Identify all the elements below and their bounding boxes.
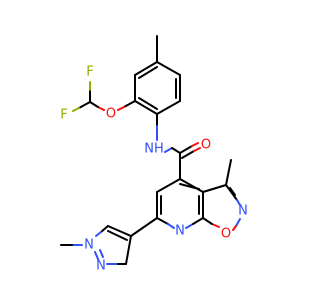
- bond: [185, 223, 194, 229]
- atom-labels: F F O NH O N O N N N: [60, 65, 248, 274]
- bond: [179, 183, 200, 190]
- bond: [130, 217, 158, 237]
- bond: [156, 100, 181, 115]
- bond: [138, 66, 158, 79]
- bond: [171, 147, 181, 154]
- atom-label-nitrogen: N: [175, 224, 185, 239]
- bond: [78, 101, 91, 109]
- bond: [89, 101, 99, 108]
- atom-label-nitrogen: N: [238, 204, 248, 219]
- bond: [193, 147, 201, 152]
- bond: [134, 100, 158, 115]
- bond: [94, 251, 99, 260]
- bond: [156, 61, 181, 76]
- bond: [211, 223, 220, 228]
- bond: [167, 223, 175, 229]
- atom-label-amide-nh: NH: [144, 142, 164, 157]
- bond: [164, 147, 173, 153]
- bond: [99, 249, 104, 258]
- bonds: [60, 35, 241, 265]
- bond: [181, 150, 195, 159]
- bond: [100, 225, 109, 233]
- bond: [225, 184, 238, 201]
- atom-label-nitrogen: N: [96, 259, 106, 274]
- atom-label-nitrogen: N: [84, 238, 94, 253]
- bond: [202, 217, 213, 225]
- bond: [97, 106, 105, 111]
- bond: [95, 231, 102, 237]
- bond: [123, 100, 136, 108]
- bond: [232, 225, 237, 231]
- bond: [125, 235, 132, 265]
- atom-label-oxygen: O: [221, 227, 231, 242]
- bond: [235, 218, 241, 227]
- atom-label-oxygen: O: [106, 107, 116, 122]
- bond: [179, 145, 193, 154]
- bond: [138, 97, 158, 110]
- bond: [202, 184, 227, 193]
- bond: [191, 142, 199, 147]
- bond: [134, 61, 158, 76]
- bond: [117, 106, 125, 111]
- bond: [72, 107, 80, 112]
- bond: [192, 217, 204, 225]
- bond: [107, 230, 128, 241]
- molecule-structure: F F O NH O N O N N N: [60, 35, 248, 274]
- bond: [156, 217, 169, 225]
- bond: [225, 159, 232, 186]
- bond: [107, 225, 132, 237]
- bond: [236, 199, 241, 206]
- atom-label-oxygen: O: [201, 138, 211, 153]
- atom-label-fluorine: F: [60, 108, 67, 123]
- atom-label-fluorine: F: [86, 65, 93, 80]
- bond: [229, 187, 236, 196]
- bond: [156, 178, 181, 193]
